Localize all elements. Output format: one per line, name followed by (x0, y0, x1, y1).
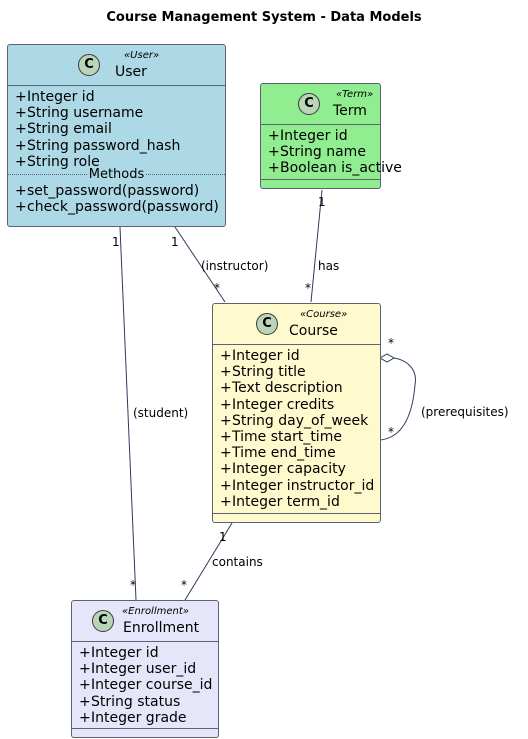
label-contains: contains (212, 555, 263, 569)
mult-user-course-from: 1 (171, 235, 179, 249)
attribute: +String username (15, 105, 144, 122)
class-enrollment-attributes: +Integer id +Integer user_id +Integer co… (72, 642, 218, 726)
mult-term-course-to: * (305, 281, 311, 295)
class-course-stereotype: «Course» (300, 309, 348, 320)
class-enrollment[interactable]: C «Enrollment» Enrollment +Integer id +I… (71, 600, 219, 738)
attribute: +Integer credits (220, 396, 335, 413)
method: +set_password(password) (15, 183, 200, 200)
label-instructor: (instructor) (201, 259, 269, 273)
class-term-header: C «Term» Term (261, 84, 380, 125)
edge-user-enrollment (119, 226, 137, 601)
class-user[interactable]: C «User» User +Integer id +String userna… (7, 44, 226, 227)
edge-term-course (310, 189, 323, 303)
class-course-name: Course (289, 323, 338, 339)
class-icon: C (256, 313, 278, 335)
edge-user-course (174, 226, 226, 303)
attribute: +String role (15, 153, 100, 170)
class-enrollment-header: C «Enrollment» Enrollment (72, 601, 218, 642)
attribute: +Integer grade (79, 709, 187, 726)
label-prerequisites: (prerequisites) (421, 405, 509, 419)
attribute: +String password_hash (15, 137, 181, 154)
class-term-empty-compartment (261, 179, 380, 188)
mult-course-enrollment-from: 1 (219, 530, 227, 544)
mult-course-self-from: * (388, 336, 394, 350)
mult-course-self-to: * (388, 425, 394, 439)
class-course-attributes: +Integer id +String title +Text descript… (213, 345, 380, 510)
class-term-name: Term (333, 103, 367, 119)
class-term-stereotype: «Term» (336, 89, 374, 100)
mult-user-enrollment-to: * (130, 578, 136, 592)
class-icon: C (298, 93, 320, 115)
attribute: +String name (268, 144, 366, 161)
mult-term-course-from: 1 (318, 195, 326, 209)
class-enrollment-name: Enrollment (123, 620, 200, 636)
attribute: +Integer id (79, 645, 159, 661)
attribute: +Integer instructor_id (220, 477, 375, 494)
mult-user-enrollment-from: 1 (112, 235, 120, 249)
attribute: +String day_of_week (220, 412, 369, 429)
class-course-header: C «Course» Course (213, 304, 380, 345)
label-student: (student) (133, 406, 189, 420)
class-course[interactable]: C «Course» Course +Integer id +String ti… (212, 303, 381, 523)
class-icon: C (92, 610, 114, 632)
methods-separator: Methods (8, 167, 225, 184)
attribute: +Integer term_id (220, 493, 340, 510)
attribute: +String email (15, 121, 112, 138)
class-course-empty-compartment (213, 513, 380, 522)
class-term[interactable]: C «Term» Term +Integer id +String name +… (260, 83, 402, 189)
attribute: +Integer course_id (79, 677, 213, 694)
attribute: +Boolean is_active (268, 160, 402, 177)
attribute: +Integer user_id (79, 661, 197, 678)
attribute: +Time start_time (220, 429, 342, 446)
class-enrollment-empty-compartment (72, 728, 218, 737)
aggregation-diamond (378, 353, 396, 363)
attribute: +String title (220, 364, 306, 381)
method: +check_password(password) (15, 199, 219, 216)
class-user-stereotype: «User» (124, 50, 160, 61)
attribute: +Integer capacity (220, 461, 346, 478)
class-user-header: C «User» User (8, 45, 225, 86)
methods-label: Methods (87, 167, 146, 184)
diagram-title: Course Management System - Data Models (106, 10, 422, 25)
attribute: +Text description (220, 380, 343, 397)
class-user-name: User (115, 64, 147, 80)
edge-course-enrollment (184, 522, 233, 601)
class-term-attributes: +Integer id +String name +Boolean is_act… (261, 125, 402, 177)
mult-course-enrollment-to: * (181, 578, 187, 592)
class-icon: C (78, 54, 100, 76)
label-has: has (318, 259, 340, 273)
class-enrollment-stereotype: «Enrollment» (122, 606, 189, 617)
class-user-attributes: +Integer id +String username +String ema… (8, 86, 225, 216)
attribute: +Integer id (220, 348, 300, 364)
attribute: +String status (79, 693, 181, 710)
attribute: +Integer id (15, 89, 95, 105)
mult-user-course-to: * (214, 281, 220, 295)
attribute: +Time end_time (220, 445, 336, 462)
edge-course-self (379, 357, 416, 441)
attribute: +Integer id (268, 128, 348, 144)
